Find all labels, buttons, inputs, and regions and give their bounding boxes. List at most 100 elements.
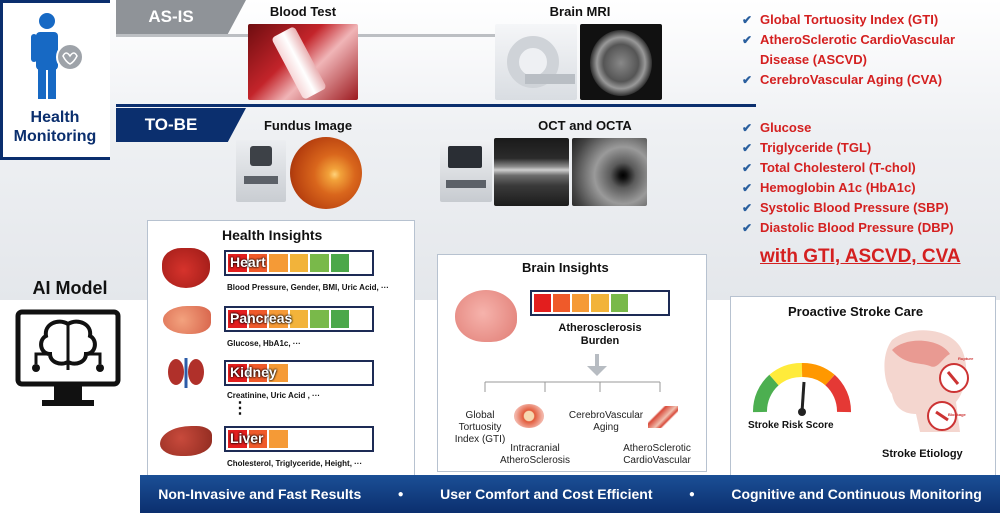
bar-segment <box>351 430 371 448</box>
asis-list: ✔Global Tortuosity Index (GTI) ✔AtheroSc… <box>742 10 997 90</box>
footer-separator: ● <box>688 488 695 500</box>
asis-list-item: ✔ AtheroSclerotic CardioVascular Disease … <box>742 30 997 70</box>
tobe-label: TO-BE <box>144 115 198 134</box>
mri-scanner-image <box>495 24 577 100</box>
blood-test-image <box>248 24 358 101</box>
asis-item-text: AtheroSclerotic CardioVascular Disease (… <box>760 32 956 67</box>
bar-segment <box>591 294 609 312</box>
asis-item-text: CerebroVascular Aging (CVA) <box>760 72 943 87</box>
brain-mri-label: Brain MRI <box>549 4 611 19</box>
bar-segment <box>553 294 571 312</box>
health-monitoring-title: Health Monitoring <box>13 109 97 145</box>
oct-octa-label: OCT and OCTA <box>538 118 632 133</box>
tobe-item-text: Diastolic Blood Pressure (DBP) <box>760 220 954 235</box>
blockage-label: Blockage <box>948 412 966 417</box>
bar-segment <box>289 430 309 448</box>
footer-item-noninvasive: Non-Invasive and Fast Results <box>158 486 362 502</box>
bar-segment <box>330 310 350 328</box>
stroke-care-title: Proactive Stroke Care <box>788 304 924 319</box>
bar-segment <box>351 364 371 382</box>
check-icon: ✔ <box>742 221 753 235</box>
bar-segment <box>330 254 350 272</box>
liver-note: Cholesterol, Triglyceride, Height, ··· <box>227 459 363 468</box>
bar-segment <box>248 430 268 448</box>
brain-insights-title: Brain Insights <box>522 260 609 275</box>
bar-segment <box>572 294 590 312</box>
octa-scan-image <box>572 138 647 206</box>
bar-segment <box>534 294 552 312</box>
check-icon: ✔ <box>742 121 753 135</box>
bar-segment <box>289 310 309 328</box>
bar-segment <box>269 310 288 328</box>
heart-organ-icon <box>162 248 210 288</box>
heart-note: Blood Pressure, Gender, BMI, Uric Acid, … <box>227 283 389 292</box>
kidney-bar: Kidney <box>224 360 374 386</box>
bar-segment <box>248 310 268 328</box>
bar-segment <box>310 310 329 328</box>
tobe-item-text: Triglyceride (TGL) <box>760 140 872 155</box>
bar-segment <box>248 364 268 382</box>
bar-segment <box>269 430 288 448</box>
ai-model-label: AI Model <box>32 278 108 298</box>
bar-segment <box>610 294 628 312</box>
bar-segment <box>330 430 350 448</box>
risk-gauge-icon <box>753 363 851 416</box>
check-icon: ✔ <box>742 141 753 155</box>
ai-monitor-brain-icon <box>15 309 121 406</box>
kidney-organ-icon <box>168 358 204 388</box>
atherosclerosis-burden-label: Atherosclerosis Burden <box>558 322 642 347</box>
bar-segment <box>629 294 647 312</box>
tobe-list-item: ✔ Hemoglobin A1c (HbA1c) <box>742 178 997 198</box>
check-icon: ✔ <box>742 13 753 27</box>
asis-label: AS-IS <box>148 7 194 26</box>
brain-mri-image <box>580 24 662 100</box>
bar-segment <box>351 254 371 272</box>
liver-organ-icon <box>160 426 212 456</box>
brain-item-gti: Global Tortuosity Index (GTI) <box>454 410 506 445</box>
tobe-item-text: Systolic Blood Pressure (SBP) <box>760 200 949 215</box>
footer-separator: ● <box>397 488 404 500</box>
bar-segment <box>228 364 247 382</box>
artery-icon <box>514 404 544 428</box>
brain-item-cerebrovascular: CerebroVascular Aging <box>568 410 644 433</box>
health-insights-title: Health Insights <box>222 227 323 243</box>
bar-segment <box>269 254 288 272</box>
footer-item-cognitive: Cognitive and Continuous Monitoring <box>731 486 982 502</box>
oct-device-image <box>440 140 492 202</box>
person-icon <box>31 13 84 99</box>
tobe-item-text: Hemoglobin A1c (HbA1c) <box>760 180 916 195</box>
stroke-risk-label: Stroke Risk Score <box>748 420 834 431</box>
pancreas-organ-icon <box>163 306 211 334</box>
blood-test-label: Blood Test <box>269 4 337 19</box>
fundus-image-label: Fundus Image <box>263 118 353 133</box>
liver-bar: Liver <box>224 426 374 452</box>
fundus-camera-image <box>236 140 286 202</box>
bar-segment <box>228 254 247 272</box>
bar-segment <box>310 430 329 448</box>
check-icon: ✔ <box>742 73 753 87</box>
bar-segment <box>330 364 350 382</box>
atherosclerosis-bar <box>530 290 670 316</box>
footer-item-comfort: User Comfort and Cost Efficient <box>440 486 653 502</box>
bar-segment <box>269 364 288 382</box>
bar-segment <box>351 310 371 328</box>
tobe-list-item: ✔ Total Cholesterol (T-chol) <box>742 158 997 178</box>
bar-segment <box>310 364 329 382</box>
bar-segment <box>648 294 666 312</box>
bar-segment <box>310 254 329 272</box>
tobe-list-item: ✔Glucose <box>742 118 997 138</box>
asis-band: AS-IS <box>116 0 246 34</box>
tobe-band: TO-BE <box>116 108 246 142</box>
brain-organ-icon <box>455 290 517 342</box>
check-icon: ✔ <box>742 181 753 195</box>
check-icon: ✔ <box>742 33 753 47</box>
bar-segment <box>289 254 309 272</box>
fundus-retina-image <box>290 137 362 209</box>
check-icon: ✔ <box>742 161 753 175</box>
brain-tree-connector <box>484 354 661 392</box>
pancreas-bar: Pancreas <box>224 306 374 332</box>
brain-item-atherosclerotic: AtheroSclerotic CardioVascular <box>623 443 691 466</box>
tobe-item-text: Total Cholesterol (T-chol) <box>760 160 916 175</box>
with-gti-ascvd-cva: with GTI, ASCVD, CVA <box>760 246 961 267</box>
heart-bar: Heart <box>224 250 374 276</box>
